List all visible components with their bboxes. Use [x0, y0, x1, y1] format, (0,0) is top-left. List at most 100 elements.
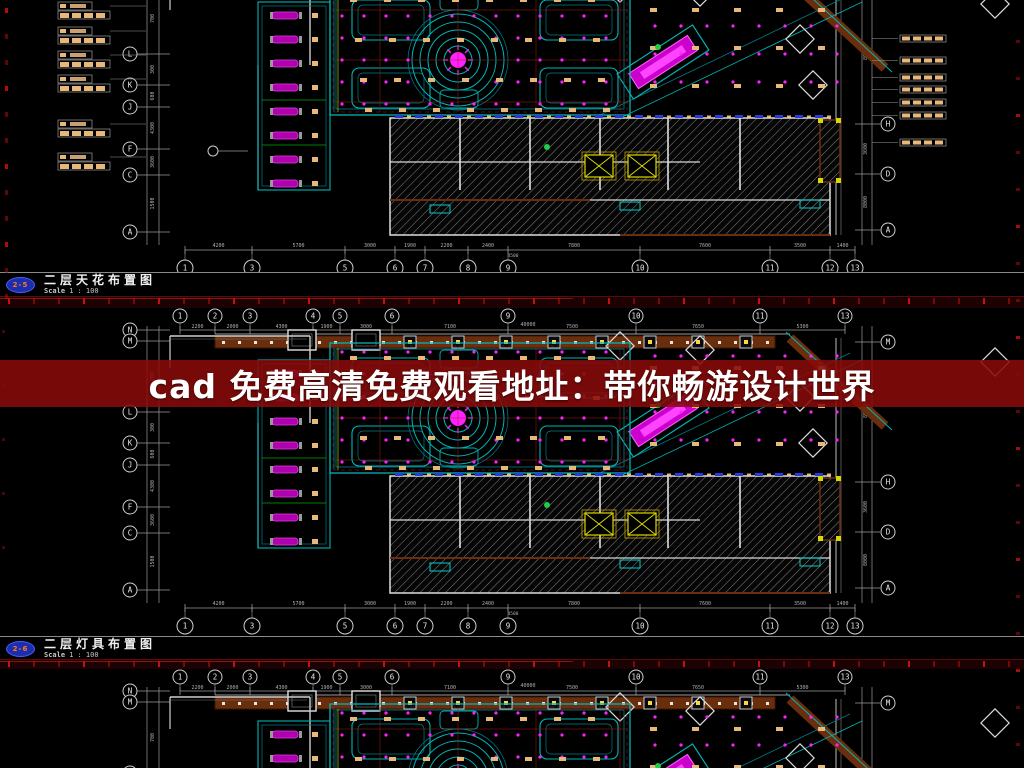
svg-text:7: 7	[423, 622, 428, 631]
svg-text:6: 6	[390, 673, 395, 682]
svg-text:5: 5	[343, 264, 348, 272]
svg-text:L: L	[128, 408, 133, 417]
svg-text:2200: 2200	[191, 685, 203, 691]
svg-text:6: 6	[390, 312, 395, 321]
svg-text:10: 10	[631, 312, 641, 321]
svg-text:7100: 7100	[444, 324, 456, 330]
svg-text:K: K	[128, 81, 133, 90]
svg-text:F: F	[128, 503, 133, 512]
svg-text:2200: 2200	[440, 601, 452, 607]
svg-text:1: 1	[178, 312, 183, 321]
svg-text:5: 5	[338, 673, 343, 682]
svg-text:13: 13	[850, 264, 859, 272]
svg-text:3: 3	[250, 264, 255, 272]
svg-text:7650: 7650	[692, 324, 704, 330]
svg-text:1400: 1400	[836, 601, 848, 607]
svg-text:3: 3	[248, 312, 253, 321]
svg-text:5300: 5300	[796, 685, 808, 691]
svg-text:300: 300	[150, 423, 156, 432]
svg-text:3000: 3000	[364, 243, 376, 249]
svg-text:11: 11	[755, 312, 764, 321]
svg-text:M: M	[886, 699, 891, 708]
svg-text:9: 9	[506, 312, 511, 321]
svg-text:13: 13	[850, 622, 859, 631]
svg-text:4300: 4300	[150, 480, 156, 492]
svg-text:4: 4	[311, 312, 316, 321]
svg-text:3: 3	[248, 673, 253, 682]
svg-text:12: 12	[825, 622, 834, 631]
svg-text:5: 5	[343, 622, 348, 631]
svg-text:4300: 4300	[275, 685, 287, 691]
svg-text:3500: 3500	[794, 243, 806, 249]
svg-text:3500: 3500	[794, 601, 806, 607]
svg-text:700: 700	[150, 14, 156, 23]
svg-text:H: H	[886, 478, 891, 487]
svg-text:7100: 7100	[444, 685, 456, 691]
svg-text:7: 7	[423, 264, 428, 272]
svg-text:4300: 4300	[150, 122, 156, 134]
svg-text:40000: 40000	[520, 322, 535, 328]
svg-text:A: A	[886, 584, 891, 593]
svg-text:11: 11	[755, 673, 764, 682]
sheet-title: 二层灯具布置图	[44, 637, 157, 651]
svg-text:4200: 4200	[212, 601, 224, 607]
svg-text:J: J	[128, 461, 133, 470]
svg-text:2: 2	[213, 673, 218, 682]
svg-text:600: 600	[150, 91, 156, 100]
svg-text:3600: 3600	[863, 143, 869, 155]
svg-text:11: 11	[765, 264, 774, 272]
svg-text:700: 700	[150, 733, 156, 742]
red-separator	[0, 659, 1024, 670]
svg-text:N: N	[128, 326, 133, 335]
svg-text:J: J	[128, 103, 133, 112]
svg-text:4: 4	[311, 673, 316, 682]
svg-text:1900: 1900	[320, 324, 332, 330]
svg-text:10: 10	[635, 622, 645, 631]
svg-text:C: C	[128, 171, 133, 180]
title-overlay-banner: cad 免费高清免费观看地址：带你畅游设计世界	[0, 360, 1024, 407]
svg-text:D: D	[886, 528, 891, 537]
svg-text:7650: 7650	[692, 685, 704, 691]
sheet-number-badge: 2-6	[6, 640, 35, 657]
svg-text:5300: 5300	[796, 324, 808, 330]
svg-text:A: A	[886, 226, 891, 235]
svg-text:A: A	[128, 586, 133, 595]
svg-text:1: 1	[183, 264, 188, 272]
svg-text:13: 13	[840, 673, 849, 682]
svg-text:11: 11	[765, 622, 774, 631]
svg-text:3600: 3600	[150, 514, 156, 526]
svg-text:10: 10	[635, 264, 645, 272]
svg-text:2400: 2400	[482, 243, 494, 249]
svg-text:2400: 2400	[482, 601, 494, 607]
svg-text:1: 1	[183, 622, 188, 631]
svg-text:13: 13	[840, 312, 849, 321]
svg-text:C: C	[128, 529, 133, 538]
svg-text:1: 1	[178, 673, 183, 682]
svg-text:3600: 3600	[863, 501, 869, 513]
svg-text:9: 9	[506, 264, 511, 272]
svg-text:D: D	[886, 170, 891, 179]
svg-text:M: M	[128, 698, 133, 707]
svg-text:300: 300	[150, 65, 156, 74]
svg-text:8: 8	[466, 264, 471, 272]
svg-text:7800: 7800	[568, 243, 580, 249]
svg-text:2000: 2000	[226, 685, 238, 691]
svg-text:7600: 7600	[699, 601, 711, 607]
svg-text:1500: 1500	[150, 555, 156, 567]
sheet-number-badge: 2-5	[6, 276, 35, 293]
svg-text:7500: 7500	[566, 685, 578, 691]
svg-text:5700: 5700	[292, 243, 304, 249]
svg-text:10: 10	[631, 673, 641, 682]
svg-text:4500: 4500	[508, 253, 519, 259]
svg-text:N: N	[128, 687, 133, 696]
svg-text:7600: 7600	[699, 243, 711, 249]
svg-text:F: F	[128, 145, 133, 154]
svg-text:600: 600	[150, 449, 156, 458]
svg-text:9: 9	[506, 622, 511, 631]
